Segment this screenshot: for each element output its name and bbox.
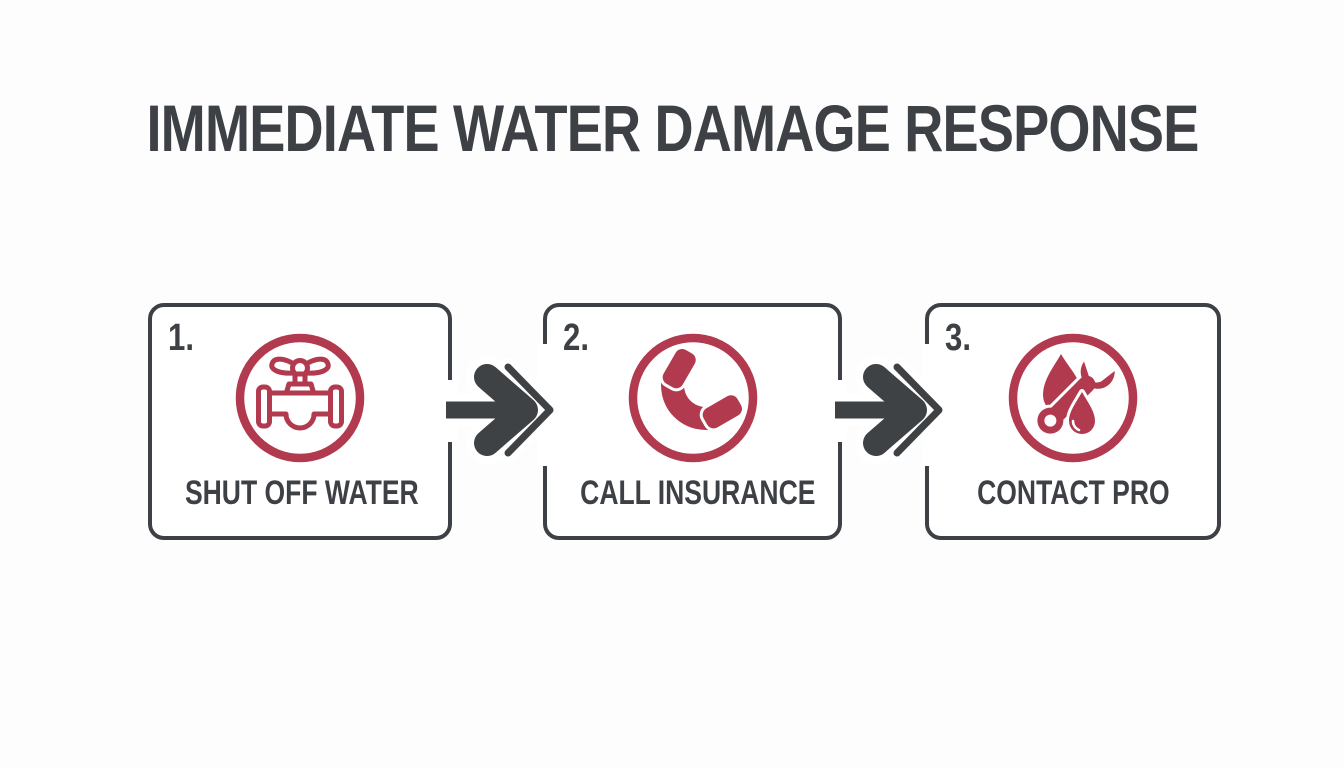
step-label-row: SHUT OFF WATER [152, 476, 448, 510]
water-valve-icon [230, 328, 370, 468]
phone-handset-icon [623, 328, 763, 468]
step-card-call-insurance: 2. CALL INSURANCE [543, 303, 842, 540]
page-title: IMMEDIATE WATER DAMAGE RESPONSE [145, 91, 1199, 165]
step-number: 3. [945, 317, 971, 359]
step-card-shut-off-water: 1. SHUT OFF WATER [148, 303, 452, 540]
step-label: CALL INSURANCE [580, 474, 816, 512]
step-label-row: CALL INSURANCE [547, 476, 838, 510]
header: IMMEDIATE WATER DAMAGE RESPONSE [0, 95, 1344, 161]
step-label: CONTACT PRO [976, 474, 1170, 512]
double-chevron-arrow-icon [430, 340, 570, 480]
step-number: 1. [168, 317, 194, 359]
step-card-contact-pro: 3. [925, 303, 1221, 540]
step-label: SHUT OFF WATER [184, 474, 419, 512]
double-chevron-arrow-icon [819, 340, 959, 480]
wrench-water-drop-icon [1003, 328, 1143, 468]
step-number: 2. [563, 317, 589, 359]
step-label-row: CONTACT PRO [929, 476, 1217, 510]
